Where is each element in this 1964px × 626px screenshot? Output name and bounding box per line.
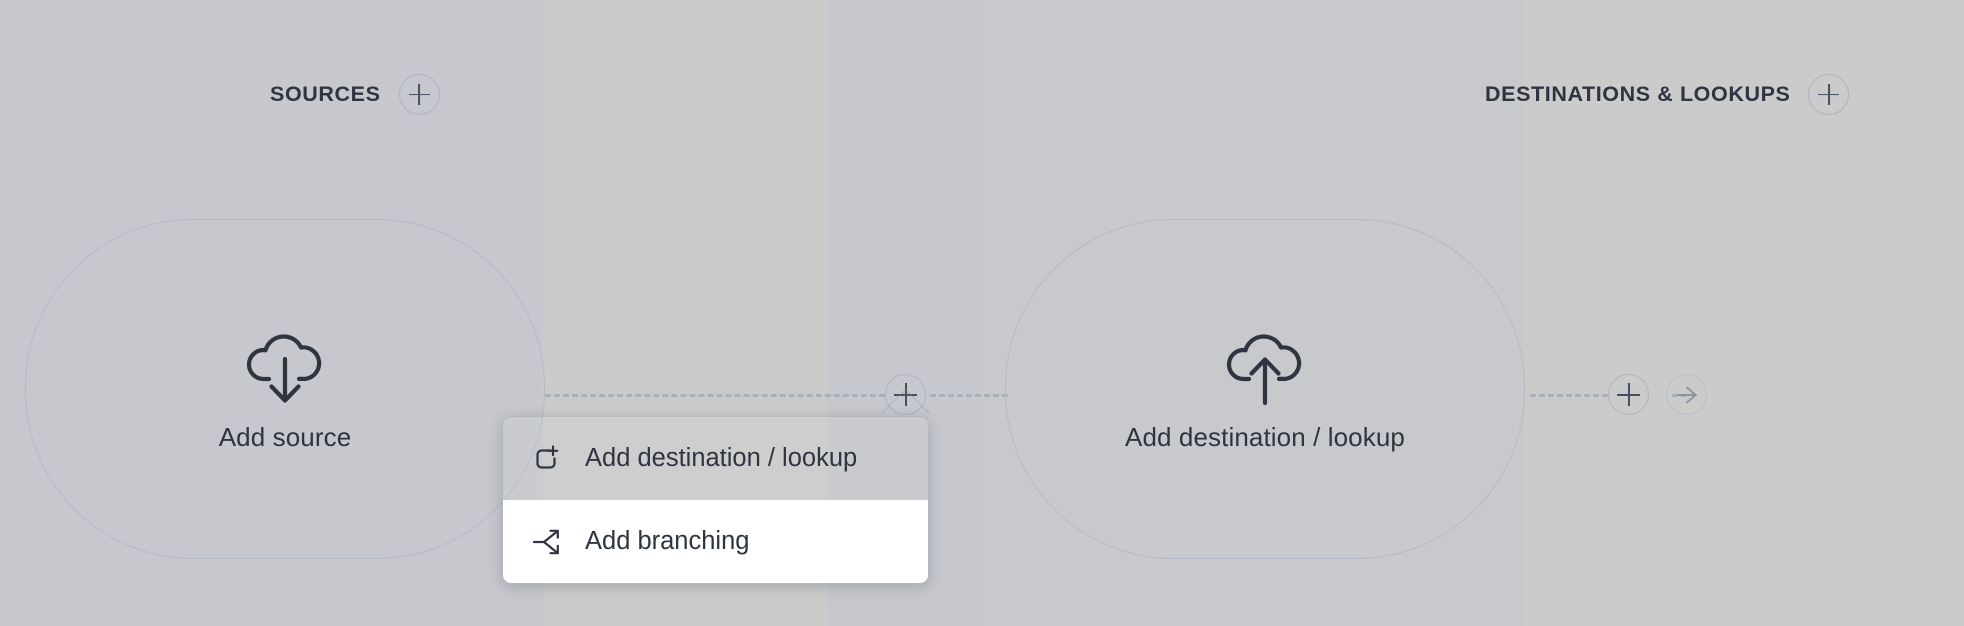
node-add-destination[interactable]: Add destination / lookup <box>1005 219 1525 559</box>
column-title-sources: SOURCES <box>270 82 381 106</box>
connector-line-destination-out <box>1530 394 1608 397</box>
add-source-button[interactable] <box>398 74 440 115</box>
branch-icon <box>530 525 564 559</box>
connector-line-source-out <box>545 394 885 397</box>
menu-item-add-branching[interactable]: Add branching <box>503 500 928 583</box>
menu-item-label: Add branching <box>585 527 750 555</box>
cloud-upload-icon <box>1222 326 1308 412</box>
node-add-source[interactable]: Add source <box>25 219 545 559</box>
menu-item-add-destination-lookup[interactable]: Add destination / lookup <box>503 417 928 500</box>
menu-item-label: Add destination / lookup <box>585 444 858 472</box>
column-header-destinations: DESTINATIONS & LOOKUPS <box>1485 74 1850 115</box>
connector-add-step-button-2[interactable] <box>1608 374 1649 415</box>
add-destination-button[interactable] <box>1808 74 1850 115</box>
node-label-add-destination: Add destination / lookup <box>1125 421 1405 452</box>
node-label-add-source: Add source <box>218 421 352 452</box>
context-menu[interactable]: Add destination / lookup Add branching <box>502 416 929 584</box>
column-title-destinations: DESTINATIONS & LOOKUPS <box>1485 82 1791 106</box>
connector-add-step-button-1[interactable] <box>885 374 926 415</box>
flow-arrow-icon-button[interactable] <box>1666 374 1707 415</box>
connector-line-destination-in <box>930 394 1008 397</box>
column-header-sources: SOURCES <box>270 74 440 115</box>
cloud-download-icon <box>242 326 328 412</box>
add-box-icon <box>530 442 564 476</box>
